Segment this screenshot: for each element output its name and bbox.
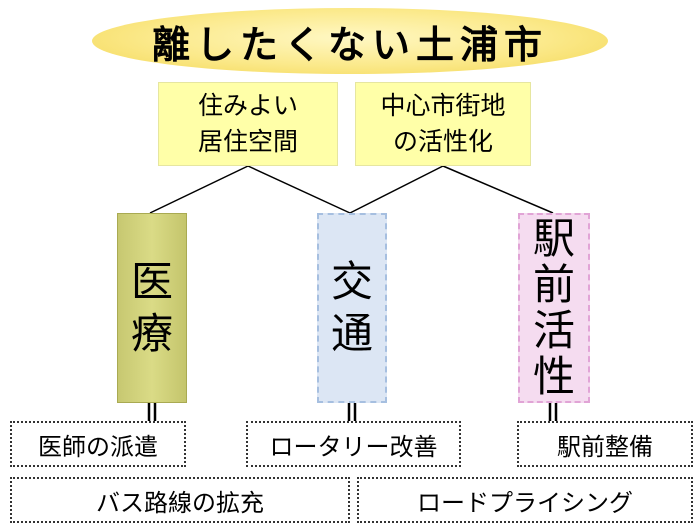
measure-rotary-improvement: ロータリー改善	[246, 421, 461, 467]
goal-city-center-label: 中心市街地 の活性化	[380, 91, 506, 156]
double-connector-medical	[147, 403, 157, 421]
line-living-medical	[149, 165, 249, 214]
line-center-station	[442, 165, 554, 214]
line-center-traffic	[349, 165, 444, 214]
diagram-title: 離したくない土浦市	[151, 21, 548, 67]
goal-living-space: 住みよい 居住空間	[158, 82, 338, 166]
double-connector-traffic	[347, 403, 357, 421]
double-connector-station	[548, 403, 558, 421]
title-ellipse	[92, 8, 608, 74]
pillar-station: 駅 前 活 性	[518, 213, 590, 403]
pillar-medical-label: 医 療	[130, 257, 173, 358]
line-living-traffic	[247, 165, 351, 214]
pillar-traffic-label: 交 通	[330, 257, 373, 358]
pillar-traffic: 交 通	[317, 213, 387, 403]
goal-living-space-label: 住みよい 居住空間	[197, 91, 298, 156]
goal-city-center: 中心市街地 の活性化	[355, 82, 531, 166]
measure-road-pricing: ロードプライシング	[357, 477, 693, 523]
measure-station-maintenance: 駅前整備	[517, 421, 693, 467]
measure-bus-route-expansion: バス路線の拡充	[10, 477, 350, 523]
pillar-medical: 医 療	[117, 213, 187, 403]
measure-doctor-dispatch: 医師の派遣	[10, 421, 186, 467]
pillar-station-label: 駅 前 活 性	[532, 214, 575, 401]
